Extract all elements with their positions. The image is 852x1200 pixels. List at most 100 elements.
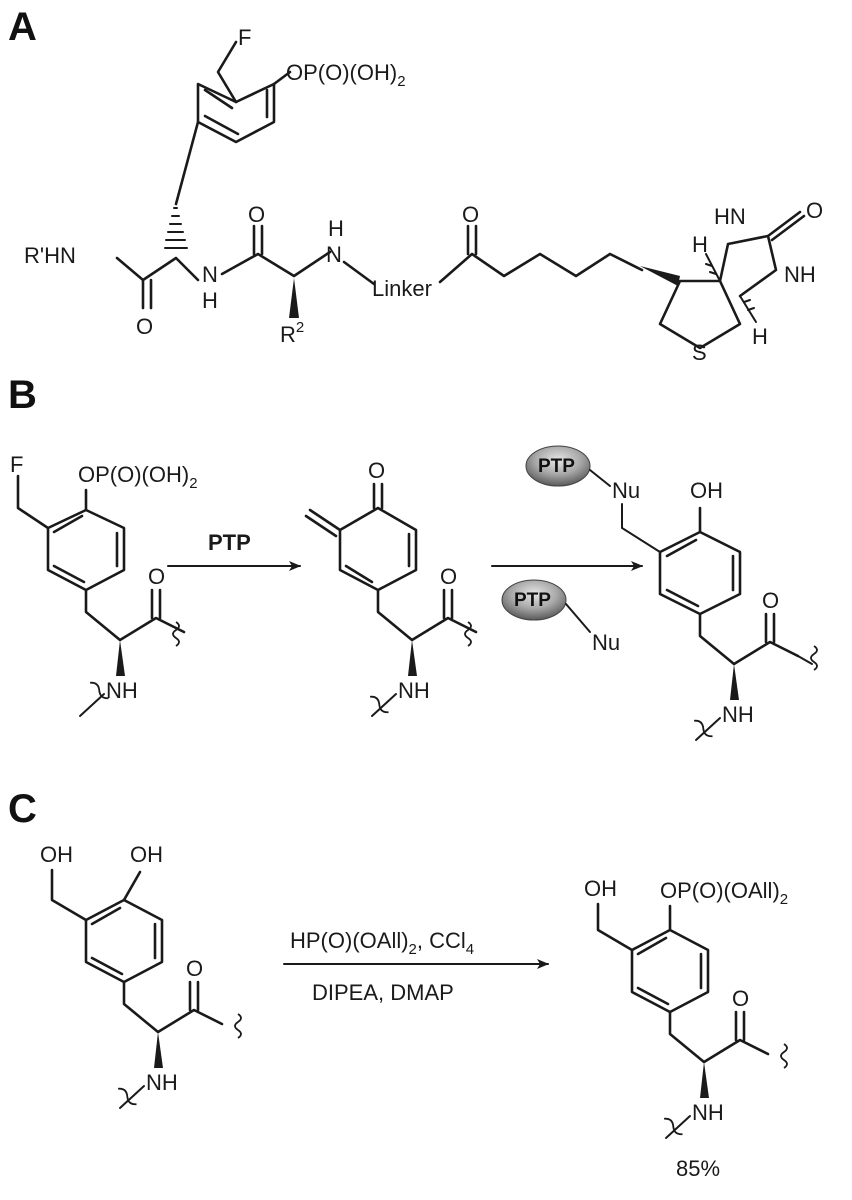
ptp-oval-top	[525, 445, 591, 487]
rhn-label: R'HN	[24, 243, 76, 268]
b-quinone-carbonyl	[372, 482, 384, 510]
c-hydroxymethyl-bond	[50, 868, 88, 922]
linker-bond-left	[342, 260, 376, 286]
c-phosphate-allyl-label: OP(O)(OAll)2	[660, 878, 788, 908]
amide-o2-label: O	[248, 202, 265, 227]
r2-label: R2	[280, 319, 304, 347]
benzyl-bond-a	[174, 120, 200, 206]
b-carbonyl-3	[764, 612, 776, 644]
b-carbonyl-o1-label: O	[148, 564, 165, 589]
phosphate-label-a: OP(O)(OH)2	[286, 60, 406, 90]
ptp-enzyme-bottom: PTP Nu	[501, 579, 620, 655]
c-carbonyl-2	[734, 1010, 746, 1042]
c-backbone-1	[122, 980, 224, 1034]
ketone-o-label: O	[462, 202, 479, 227]
amide-carbonyl-1	[141, 278, 153, 310]
c-wavy-c-1	[234, 1013, 242, 1039]
ring-double-bonds-a	[203, 88, 269, 136]
panel-a-structure: F OP(O)(OH)2 R'HN O N H O R2 H N Linker	[24, 25, 823, 365]
panel-b-quinone-methide: O O NH	[304, 458, 478, 717]
b-wavy-c-1	[172, 621, 180, 647]
b-carbonyl-1	[150, 588, 162, 620]
c-wavy-c-2	[780, 1043, 788, 1069]
c-yield-label: 85%	[676, 1156, 720, 1181]
c-nh2-label: NH	[692, 1100, 724, 1125]
b-carbonyl-o3-label: O	[762, 588, 779, 613]
b-wavy-n-1	[90, 681, 109, 700]
sulfur-label: S	[692, 340, 707, 365]
b-wavy-n-3	[694, 719, 713, 738]
phosphate-bond-a	[272, 70, 292, 86]
biotin-wedge	[640, 266, 680, 286]
b-wedge-3	[730, 664, 739, 700]
nu-top-label: Nu	[612, 478, 640, 503]
nh1-n-label: N	[202, 262, 218, 287]
panel-c-product: OH OP(O)(OAll)2 O NH 85%	[584, 876, 788, 1181]
b-quinone-ring	[338, 506, 418, 592]
linker-label: Linker	[372, 276, 432, 301]
c-carbonyl-1	[188, 980, 200, 1012]
nh-right-label: NH	[784, 262, 816, 287]
backbone-a1	[115, 256, 200, 282]
fluoromethyl-bond	[216, 40, 238, 104]
b-wedge-1	[116, 640, 125, 676]
b-benzene-ring-3	[658, 530, 742, 616]
c-reagent-line1: HP(O)(OAll)2, CCl4	[290, 928, 474, 958]
b-arrow1-label: PTP	[208, 530, 251, 555]
b-n-bond-1	[79, 693, 105, 717]
b-nh3-label: NH	[722, 702, 754, 727]
b-carbonyl-2	[442, 588, 454, 620]
b-backbone-2	[376, 588, 478, 642]
b-nh1-label: NH	[106, 678, 138, 703]
b-oh-label: OH	[690, 478, 723, 503]
hashed-h-bottom	[739, 295, 757, 323]
b-phosphate-label: OP(O)(OH)2	[78, 462, 198, 492]
fluoro-label: F	[238, 25, 251, 50]
nh2-n-label: N	[326, 242, 342, 267]
panel-b-label: B	[8, 373, 37, 417]
panel-b-substrate: F OP(O)(OH)2 O NH	[10, 452, 198, 717]
c-wavy-n-1	[118, 1087, 137, 1106]
c-n-bond-1	[119, 1085, 145, 1109]
c-carbonyl-o2-label: O	[732, 986, 749, 1011]
c-oh-left2-label: OH	[130, 842, 163, 867]
c-hydroxymethyl-bond-2	[596, 902, 634, 952]
h-top-label: H	[692, 232, 708, 257]
hashed-h-top	[705, 253, 721, 282]
c-oh-bond	[122, 870, 142, 902]
c-reagent-line2: DIPEA, DMAP	[312, 980, 454, 1005]
c-nh1-label: NH	[146, 1070, 178, 1095]
c-wedge-1	[154, 1032, 163, 1068]
c-wavy-n-2	[664, 1117, 683, 1136]
b-n-bond-3	[695, 717, 721, 741]
ptp-bottom-link	[565, 603, 591, 633]
ptp-bottom-label: PTP	[514, 590, 551, 611]
c-oh-left1-label: OH	[40, 842, 73, 867]
b-backbone-1	[84, 588, 186, 642]
c-wedge-2	[700, 1062, 709, 1098]
b-wavy-c-3	[810, 645, 818, 671]
c-n-bond-2	[665, 1115, 691, 1139]
panel-a-label: A	[8, 5, 37, 49]
b-n-bond-2	[371, 693, 397, 717]
nh1-h-label: H	[202, 288, 218, 313]
c-benzene-ring-1	[84, 898, 164, 984]
ptp-enzyme-top: PTP Nu	[525, 445, 640, 503]
thiophane-ring	[658, 279, 742, 350]
panel-c-label: C	[8, 787, 37, 831]
amide-o1-label: O	[136, 314, 153, 339]
b-c-bond-3	[797, 655, 813, 665]
urea-o-label: O	[806, 198, 823, 223]
ptp-top-link	[589, 469, 611, 487]
b-carbonyl-o2-label: O	[440, 564, 457, 589]
b-backbone-3	[698, 612, 800, 666]
b-nh2-label: NH	[398, 678, 430, 703]
c-ring2-double	[636, 936, 703, 1006]
b-quinone-o-label: O	[368, 458, 385, 483]
b-ring3-double	[665, 538, 735, 608]
pentanoyl-chain	[438, 252, 644, 284]
b-wavy-c-2	[464, 621, 472, 647]
b-exo-methylene	[304, 508, 342, 538]
hn-top-label: HN	[714, 204, 746, 229]
c-carbonyl-o1-label: O	[186, 956, 203, 981]
